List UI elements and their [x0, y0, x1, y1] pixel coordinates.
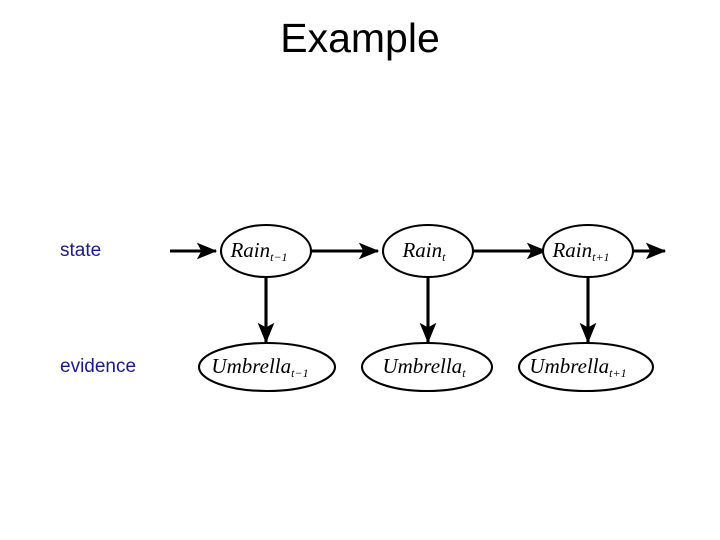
node-rain-tminus1-label: Raint−1	[229, 238, 287, 264]
node-umbrella-tplus1-subscript: t+1	[609, 366, 626, 380]
node-rain-t-subscript: t	[442, 250, 446, 264]
node-rain-tminus1-base: Rain	[229, 238, 270, 262]
node-rain-tplus1-base: Rain	[551, 238, 592, 262]
row-label-evidence: evidence	[60, 356, 137, 377]
node-umbrella-t-subscript: t	[462, 366, 466, 380]
node-umbrella-t[interactable]	[360, 341, 494, 393]
node-umbrella-t-base: Umbrella	[382, 354, 462, 378]
node-rain-t-label: Raint	[401, 238, 446, 264]
node-rain-t-base: Rain	[401, 238, 442, 262]
node-rain-t[interactable]	[381, 223, 475, 279]
row-label-state: state	[60, 240, 102, 261]
node-umbrella-t-label: Umbrellat	[382, 354, 466, 380]
node-umbrella-tminus1[interactable]	[197, 341, 337, 393]
page-title: Example	[280, 15, 440, 61]
node-umbrella-tminus1-subscript: t−1	[291, 366, 308, 380]
node-umbrella-tplus1[interactable]	[517, 341, 655, 393]
node-rain-tminus1[interactable]	[219, 223, 313, 279]
node-umbrella-tplus1-base: Umbrella	[529, 354, 609, 378]
node-rain-tplus1-subscript: t+1	[592, 250, 609, 264]
node-umbrella-tminus1-label: Umbrellat−1	[211, 354, 308, 380]
node-rain-tminus1-subscript: t−1	[270, 250, 287, 264]
node-umbrella-tplus1-label: Umbrellat+1	[529, 354, 626, 380]
node-rain-tplus1-label: Raint+1	[551, 238, 609, 264]
node-umbrella-tminus1-base: Umbrella	[211, 354, 291, 378]
node-rain-tplus1[interactable]	[541, 223, 635, 279]
